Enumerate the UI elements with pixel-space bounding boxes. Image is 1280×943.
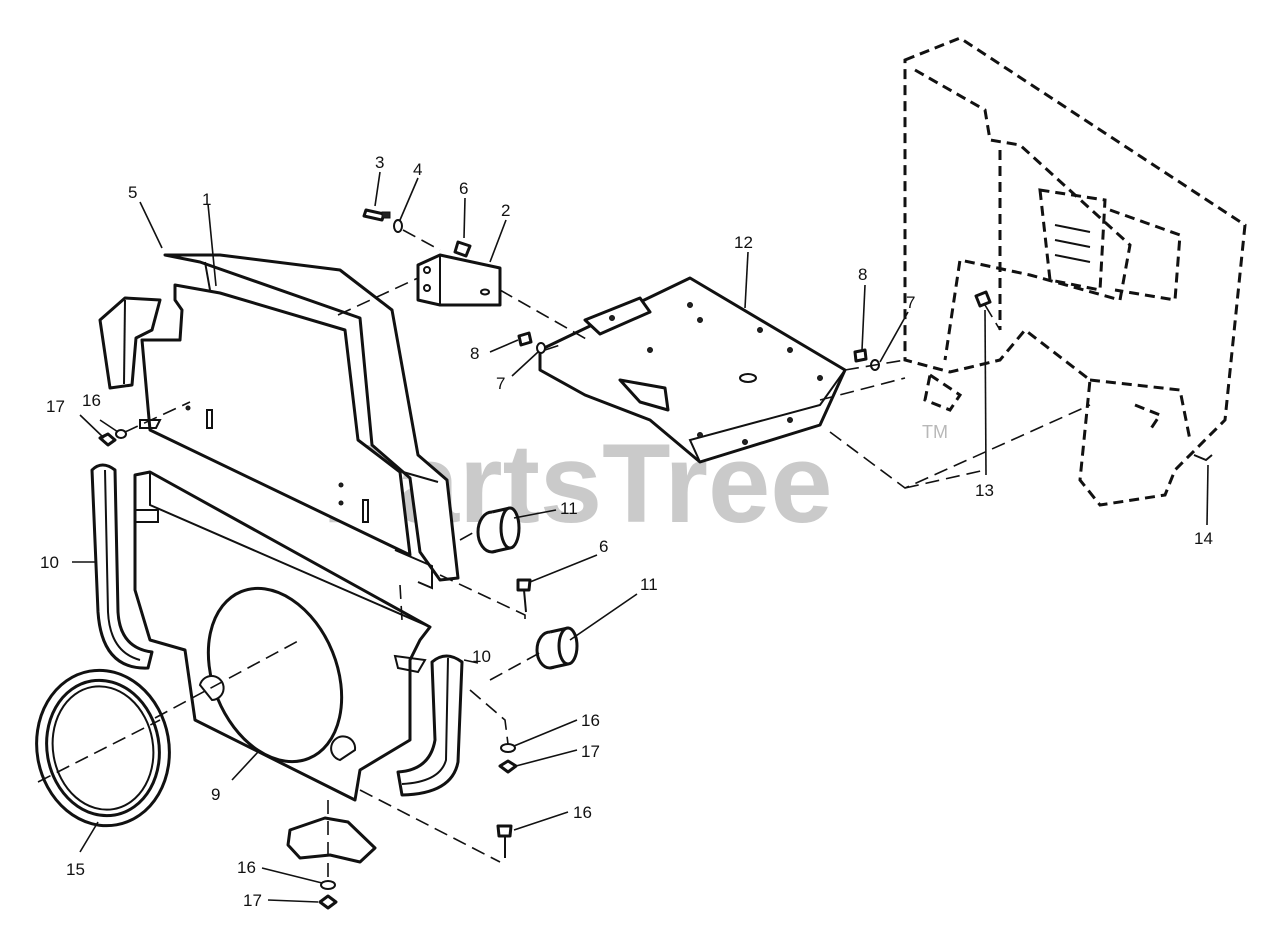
callout-8: 8 (858, 265, 867, 284)
callout-14: 14 (1194, 529, 1213, 548)
edge-trim-right (396, 654, 464, 797)
callout-13: 13 (975, 481, 994, 500)
bracket (416, 253, 502, 307)
callout-17: 17 (46, 397, 65, 416)
bottom-plate (286, 816, 377, 864)
callout-8: 8 (470, 344, 479, 363)
callout-7: 7 (496, 374, 505, 393)
callout-16: 16 (237, 858, 256, 877)
callout-16: 16 (581, 711, 600, 730)
callout-17: 17 (243, 891, 262, 910)
assembly-lines (37, 229, 1091, 880)
mounting-plate (538, 276, 847, 464)
callout-10: 10 (40, 553, 59, 572)
bushing-upper (476, 506, 521, 554)
callout-11: 11 (560, 499, 578, 518)
belt-ring (35, 668, 171, 828)
callout-7: 7 (906, 293, 915, 312)
callout-17: 17 (581, 742, 600, 761)
callout-5: 5 (128, 183, 137, 202)
bushing-lower (535, 626, 579, 670)
callout-12: 12 (734, 233, 753, 252)
callout-2: 2 (501, 201, 510, 220)
callout-3: 3 (375, 153, 384, 172)
callout-1: 1 (202, 190, 211, 209)
tractor-frame-phantom (903, 36, 1247, 507)
callout-15: 15 (66, 860, 85, 879)
callout-16: 16 (573, 803, 592, 822)
callout-6: 6 (599, 537, 608, 556)
watermark-trademark: TM (922, 422, 948, 442)
edge-trim-left (90, 463, 154, 670)
callout-11: 11 (640, 575, 658, 594)
callout-10: 10 (472, 647, 491, 666)
callout-4: 4 (413, 160, 422, 179)
callout-labels: 3 4 6 2 5 1 12 8 7 8 7 13 14 17 16 10 11… (40, 153, 1213, 910)
callout-6: 6 (459, 179, 468, 198)
callout-16: 16 (82, 391, 101, 410)
callout-leaders (72, 171, 1209, 903)
callout-9: 9 (211, 785, 220, 804)
lower-shield (133, 470, 432, 802)
